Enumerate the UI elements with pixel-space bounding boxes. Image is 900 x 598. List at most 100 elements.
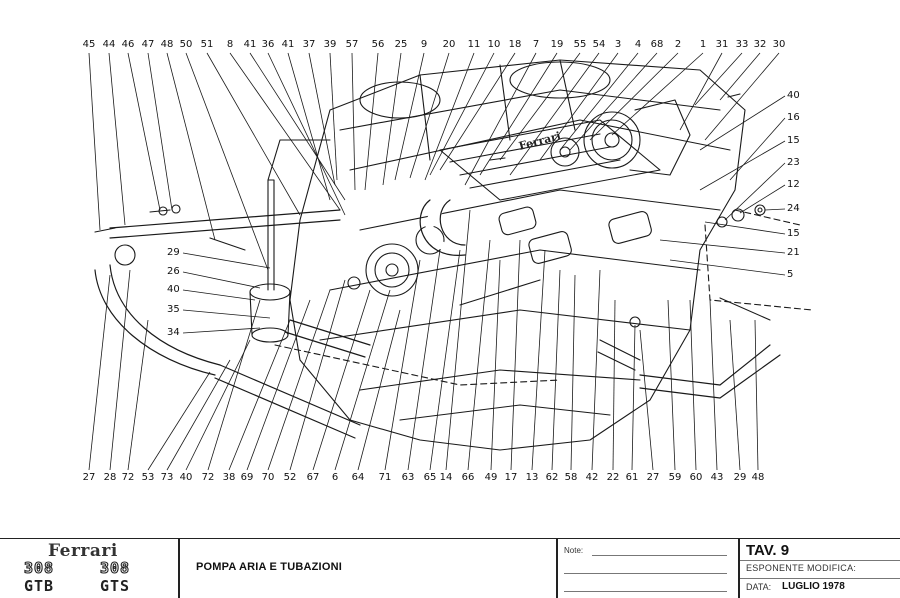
leader-line [249,52,346,201]
leader-line [228,319,291,471]
title-block: Ferrari 308 GTB 308 GTS POMPA ARIA E TUB… [0,538,900,598]
leader-line [287,52,331,201]
part-callout: 9 [420,39,428,50]
part-callout: 47 [141,39,155,50]
leader-line [694,52,743,106]
leader-line [689,299,697,471]
note-label: Note: [564,546,584,555]
part-callout: 2 [674,39,682,50]
leader-line [464,52,537,186]
part-callout: 65 [423,472,437,483]
leader-line [679,52,723,131]
model-number-gtb: 308 [23,558,55,577]
part-callout: 56 [371,39,385,50]
date-value: LUGLIO 1978 [782,581,845,592]
leader-line [445,209,471,471]
part-callout: 28 [103,472,117,483]
leader-line [312,289,371,471]
part-callout: 69 [240,472,254,483]
leader-line [612,299,616,471]
leader-line [88,52,101,231]
part-callout: 7 [532,39,540,50]
part-callout: 16 [787,112,800,123]
leader-line [729,117,786,181]
part-callout: 48 [160,39,174,50]
part-callout: 20 [442,39,456,50]
leader-line [611,52,704,136]
part-callout: 53 [141,472,155,483]
logo-cell: Ferrari 308 GTB 308 GTS [0,539,178,598]
part-callout: 32 [753,39,767,50]
bolts [94,93,771,328]
part-callout: 21 [787,247,800,258]
part-callout: 52 [283,472,297,483]
leader-line [207,299,261,471]
part-callout: 64 [351,472,365,483]
part-callout: 60 [689,472,703,483]
part-callout: 6 [331,472,339,483]
part-callout: 33 [735,39,749,50]
divider [740,560,900,561]
engine-line-drawing: Ferrari [88,52,813,471]
leader-line [490,259,501,471]
flanges [498,206,652,264]
leader-line [764,208,786,211]
part-callout: 8 [226,39,234,50]
part-callout: 42 [585,472,599,483]
leader-line [334,289,391,471]
leader-line [559,52,639,151]
part-callout: 61 [625,472,639,483]
model-variant-gts: GTS [100,577,131,595]
part-callout: 13 [525,472,539,483]
leader-line [724,162,786,221]
leader-line [499,52,581,161]
leader-line [531,249,546,471]
part-callout: 58 [564,472,578,483]
part-callout: 5 [787,269,794,280]
part-callout: 30 [772,39,786,50]
part-callout: 55 [573,39,587,50]
part-callout: 72 [201,472,215,483]
note-line [592,555,727,556]
leader-line [659,239,786,254]
leader-line [631,324,636,471]
part-callout: 27 [82,472,96,483]
leader-line [509,52,600,176]
leader-line [127,319,149,471]
leader-line [394,52,425,181]
part-callout: 40 [179,472,193,483]
leader-line [127,52,161,211]
valve-cover-engraving: Ferrari [517,129,562,153]
leader-line [382,52,402,186]
note-line [564,591,727,592]
leader-line [667,299,676,471]
part-callout: 44 [102,39,116,50]
part-callout: 49 [484,472,498,483]
leader-line [429,52,495,176]
part-callout: 31 [715,39,729,50]
esponente-label: ESPONENTE MODIFICA: [746,563,857,573]
leader-line [409,52,450,179]
part-callout: 34 [167,327,180,338]
part-callout: 1 [699,39,707,50]
leader-line [429,249,461,471]
part-callout: 46 [121,39,135,50]
part-callout: 40 [167,284,180,295]
air-pump [550,99,691,176]
part-callout: 26 [167,266,180,277]
leader-line [639,329,654,471]
leader-line [510,239,521,471]
leader-line [166,52,216,241]
leader-line [739,184,786,214]
model-variant-gtb: GTB [24,577,55,595]
part-callout: 72 [121,472,135,483]
leader-line [729,319,741,471]
part-callout: 51 [200,39,214,50]
part-callout: 22 [606,472,620,483]
divider [178,539,180,598]
part-callout: 36 [261,39,275,50]
part-callout: 70 [261,472,275,483]
part-callout: 73 [160,472,174,483]
leader-line [424,52,475,181]
